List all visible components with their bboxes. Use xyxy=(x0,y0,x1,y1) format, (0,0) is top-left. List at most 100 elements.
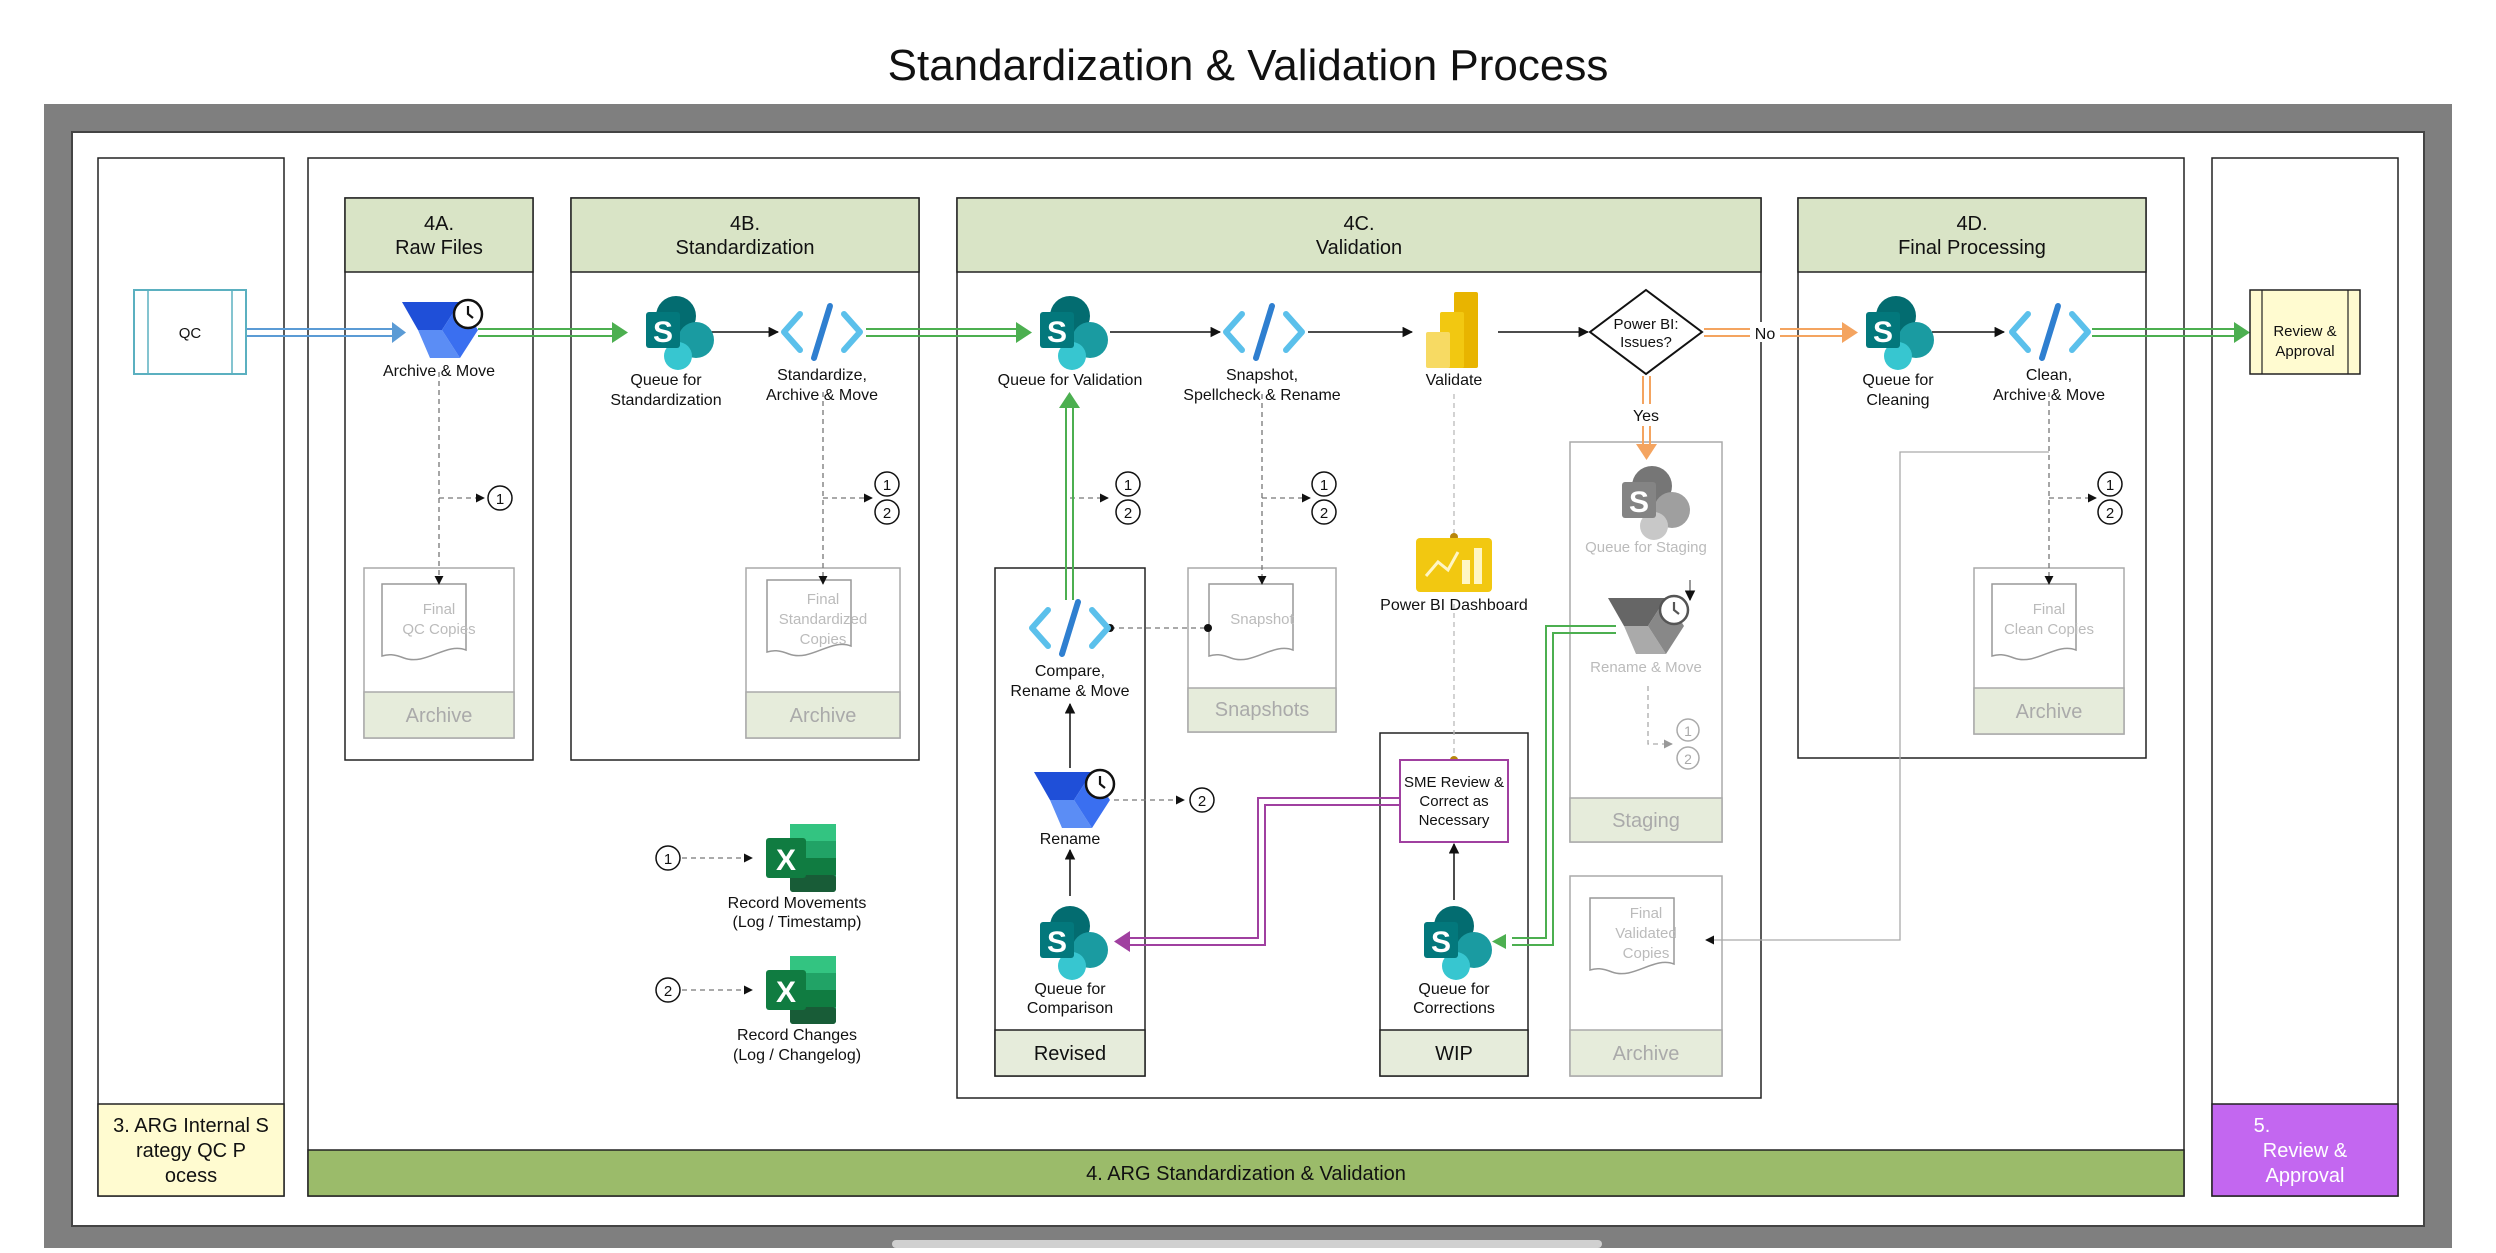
marker-2: 2 xyxy=(1676,746,1700,770)
compare-label: Compare,Rename & Move xyxy=(1010,663,1129,700)
flow-std-to-val xyxy=(866,322,1032,343)
flow-sme-to-qcmp xyxy=(1114,797,1400,952)
snapshot-label: Snapshot,Spellcheck & Rename xyxy=(1183,367,1341,404)
flow-decision-yes xyxy=(1630,376,1664,460)
decision-diamond[interactable] xyxy=(1588,288,1704,376)
valarch-doc-line3: Copies xyxy=(1623,945,1670,962)
marker-2: 2 xyxy=(1311,499,1337,525)
section-4a-header xyxy=(344,197,534,273)
section-4d-code: 4D. xyxy=(1956,213,1987,235)
flow-raw-to-std xyxy=(478,322,628,343)
review-approval-node[interactable] xyxy=(2249,289,2361,375)
svg-text:2: 2 xyxy=(1320,505,1328,522)
raw-doc-line1: Final xyxy=(423,601,456,618)
std-doc-line2: Standardized xyxy=(779,611,867,628)
revised-label: Revised xyxy=(1034,1043,1106,1065)
fin-doc-line2: Clean Copies xyxy=(2004,621,2094,638)
section-4a-name: Raw Files xyxy=(395,237,483,259)
power-bi-dashboard-icon xyxy=(1416,538,1492,592)
rename-move-label: Rename & Move xyxy=(1590,659,1702,676)
marker-1: 1 xyxy=(2097,471,2123,497)
section-4b-header xyxy=(570,197,920,273)
section-4d-header xyxy=(1797,197,2147,273)
qc-node-label: QC xyxy=(179,325,202,342)
record-changes-label: Record Changes(Log / Changelog) xyxy=(733,1027,861,1064)
snap-doc-line1: Snapshot xyxy=(1230,611,1294,628)
marker-1: 1 xyxy=(655,845,681,871)
valarch-doc-line2: Validated xyxy=(1615,925,1676,942)
review-node-label: Review &Approval xyxy=(2273,323,2336,360)
svg-text:1: 1 xyxy=(1124,477,1132,494)
section-4c-header xyxy=(956,197,1762,273)
rename-label: Rename xyxy=(1040,831,1101,848)
std-doc-line3: Copies xyxy=(800,631,847,648)
queue-val-label: Queue for Validation xyxy=(998,372,1143,389)
yes-label: Yes xyxy=(1633,408,1659,425)
marker-1: 1 xyxy=(874,471,900,497)
svg-text:1: 1 xyxy=(1320,477,1328,494)
std-doc-line1: Final xyxy=(807,591,840,608)
fin-archive-label: Archive xyxy=(2016,701,2083,723)
power-bi-icon xyxy=(1426,292,1478,368)
svg-text:1: 1 xyxy=(883,477,891,494)
section-4a-code: 4A. xyxy=(424,213,454,235)
section-4b-code: 4B. xyxy=(730,213,760,235)
final-archive-store: Final Clean Copies Archive xyxy=(1973,567,2125,735)
marker-2: 2 xyxy=(1189,787,1215,813)
scrollbar[interactable] xyxy=(892,1240,1602,1248)
svg-text:2: 2 xyxy=(1198,793,1206,810)
marker-1: 1 xyxy=(487,485,513,511)
dash-staging-to-12 xyxy=(1647,686,1673,749)
review-lane-label-line: 5. xyxy=(2254,1115,2271,1137)
fin-doc-line1: Final xyxy=(2033,601,2066,618)
flow-qc-to-raw xyxy=(246,322,406,343)
queue-staging-label: Queue for Staging xyxy=(1585,539,1707,556)
svg-text:2: 2 xyxy=(2106,505,2114,522)
marker-2: 2 xyxy=(655,977,681,1003)
review-lane-label: 5. Review & Approval xyxy=(2254,1115,2348,1187)
main-lane-footer xyxy=(307,1149,2185,1197)
marker-1: 1 xyxy=(1676,718,1700,742)
svg-text:2: 2 xyxy=(664,983,672,1000)
marker-1: 1 xyxy=(1115,471,1141,497)
snapshots-label: Snapshots xyxy=(1215,699,1310,721)
snapshots-store: Snapshot Snapshots xyxy=(1187,567,1337,733)
svg-text:2: 2 xyxy=(1684,751,1692,767)
section-4c-code: 4C. xyxy=(1343,213,1374,235)
main-lane-label: 4. ARG Standardization & Validation xyxy=(1086,1163,1406,1185)
qc-node[interactable] xyxy=(133,289,247,375)
flow-clean-to-review xyxy=(2092,322,2250,343)
flow-qcorr-to-rename-move xyxy=(1492,625,1616,949)
standardize-label: Standardize,Archive & Move xyxy=(766,367,878,404)
marker-1: 1 xyxy=(1311,471,1337,497)
sme-review-node[interactable] xyxy=(1399,759,1509,843)
wip-label: WIP xyxy=(1435,1043,1473,1065)
clean-label: Clean,Archive & Move xyxy=(1993,367,2105,404)
valarch-label: Archive xyxy=(1613,1043,1680,1065)
review-lane-label-line: Approval xyxy=(2266,1165,2345,1187)
marker-2: 2 xyxy=(2097,499,2123,525)
section-4d-name: Final Processing xyxy=(1898,237,2046,259)
std-archive-label: Archive xyxy=(790,705,857,727)
raw-doc-line2: QC Copies xyxy=(402,621,475,638)
svg-text:1: 1 xyxy=(1684,723,1692,739)
std-archive-store: Final Standardized Copies Archive xyxy=(745,567,901,739)
qc-lane-label-line: ocess xyxy=(165,1165,217,1187)
review-lane-label-line: Review & xyxy=(2263,1140,2348,1162)
section-4b-name: Standardization xyxy=(676,237,815,259)
svg-text:1: 1 xyxy=(496,491,504,508)
dot-snapshot xyxy=(1204,624,1212,632)
review-lane-footer xyxy=(2211,1103,2399,1197)
archive-move-label: Archive & Move xyxy=(383,363,495,380)
section-4c-name: Validation xyxy=(1316,237,1402,259)
decision-label: Power BI:Issues? xyxy=(1613,316,1678,351)
page-title: Standardization & Validation Process xyxy=(888,41,1609,90)
no-label: No xyxy=(1755,326,1776,343)
